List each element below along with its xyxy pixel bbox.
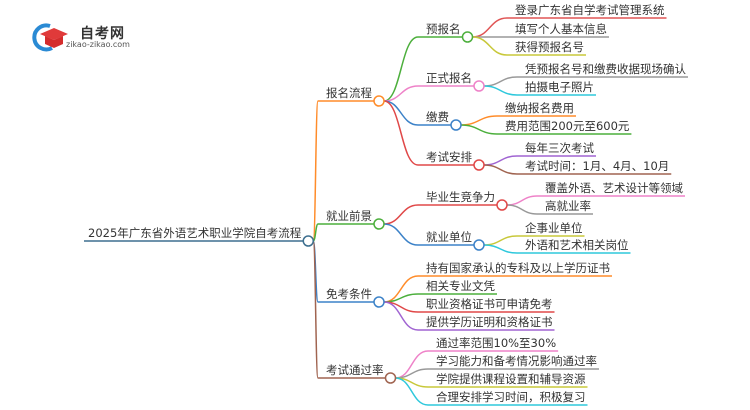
collapse-toggle[interactable] — [473, 80, 485, 92]
connector-line — [383, 301, 555, 331]
collapse-toggle[interactable] — [450, 119, 462, 131]
leaf-node-label: 外语和艺术相关岗位 — [525, 238, 629, 252]
leaf-node-label: 缴纳报名费用 — [505, 101, 574, 115]
branch-node-label: 报名流程 — [326, 86, 372, 100]
connector-line — [383, 204, 497, 225]
branch-node-label: 毕业生竞争力 — [426, 190, 495, 204]
collapse-toggle[interactable] — [373, 218, 385, 230]
collapse-toggle[interactable] — [496, 199, 508, 211]
leaf-node-label: 费用范围200元至600元 — [505, 119, 630, 133]
leaf-node-label: 通过率范围10%至30% — [436, 336, 556, 350]
leaf-node-label: 登录广东省自学考试管理系统 — [515, 3, 665, 17]
collapse-toggle[interactable] — [473, 159, 485, 171]
leaf-node-label: 学院提供课程设置和辅导资源 — [436, 372, 586, 386]
leaf-node-label: 凭预报名号和缴费收据现场确认 — [525, 62, 686, 76]
connector-line — [312, 100, 374, 242]
leaf-node-label: 考试时间：1月、4月、10月 — [525, 159, 669, 173]
connector-line — [383, 85, 474, 102]
leaf-node-label: 高就业率 — [545, 199, 591, 213]
root-node-label: 2025年广东省外语艺术职业学院自考流程 — [88, 226, 302, 240]
branch-node-label: 就业前景 — [326, 209, 372, 223]
leaf-node-label: 提供学历证明和资格证书 — [426, 315, 553, 329]
leaf-node-label: 覆盖外语、艺术设计等领域 — [545, 181, 683, 195]
leaf-node-label: 企事业单位 — [525, 221, 583, 235]
branch-node-label: 考试安排 — [426, 150, 472, 164]
connector-line — [312, 240, 386, 379]
connector-line — [506, 204, 593, 215]
logo-title: 自考网 — [80, 26, 125, 42]
connector-line — [383, 223, 474, 246]
root-collapse-toggle[interactable] — [302, 235, 315, 247]
collapse-toggle[interactable] — [373, 95, 385, 107]
collapse-toggle[interactable] — [473, 239, 485, 251]
connector-line — [395, 377, 588, 406]
connector-line — [383, 100, 451, 126]
connector-line — [383, 100, 474, 166]
connector-line — [506, 195, 685, 206]
site-logo[interactable] — [30, 22, 140, 52]
leaf-node-label: 合理安排学习时间，积极复习 — [436, 390, 586, 404]
leaf-node-label: 职业资格证书可申请免考 — [426, 297, 553, 311]
connector-line — [383, 36, 463, 102]
connector-line — [483, 85, 596, 96]
connector-line — [312, 223, 374, 242]
leaf-node-label: 学习能力和备考情况影响通过率 — [436, 354, 597, 368]
branch-node-label: 考试通过率 — [326, 363, 384, 377]
leaf-node-label: 相关专业文凭 — [426, 279, 495, 293]
branch-node-label: 免考条件 — [326, 287, 372, 301]
connector-line — [472, 36, 586, 56]
branch-node-label: 就业单位 — [426, 230, 472, 244]
leaf-node-label: 填写个人基本信息 — [515, 22, 607, 36]
branch-node-label: 缴费 — [426, 110, 449, 124]
leaf-node-label: 持有国家承认的专科及以上学历证书 — [426, 261, 610, 275]
leaf-node-label: 获得预报名号 — [515, 40, 584, 54]
leaf-node-label: 拍摄电子照片 — [525, 80, 594, 94]
logo-url: zikao-zikao.com — [66, 40, 130, 49]
connector-line — [460, 124, 632, 135]
graduation-cap-icon — [32, 23, 68, 52]
leaf-node-label: 每年三次考试 — [525, 141, 594, 155]
branch-node-label: 正式报名 — [426, 71, 472, 85]
connector-line — [483, 244, 631, 254]
collapse-toggle[interactable] — [384, 372, 397, 384]
collapse-toggle[interactable] — [461, 31, 474, 43]
collapse-toggle[interactable] — [373, 296, 385, 308]
connector-line — [483, 164, 672, 175]
branch-node-label: 预报名 — [426, 22, 461, 36]
